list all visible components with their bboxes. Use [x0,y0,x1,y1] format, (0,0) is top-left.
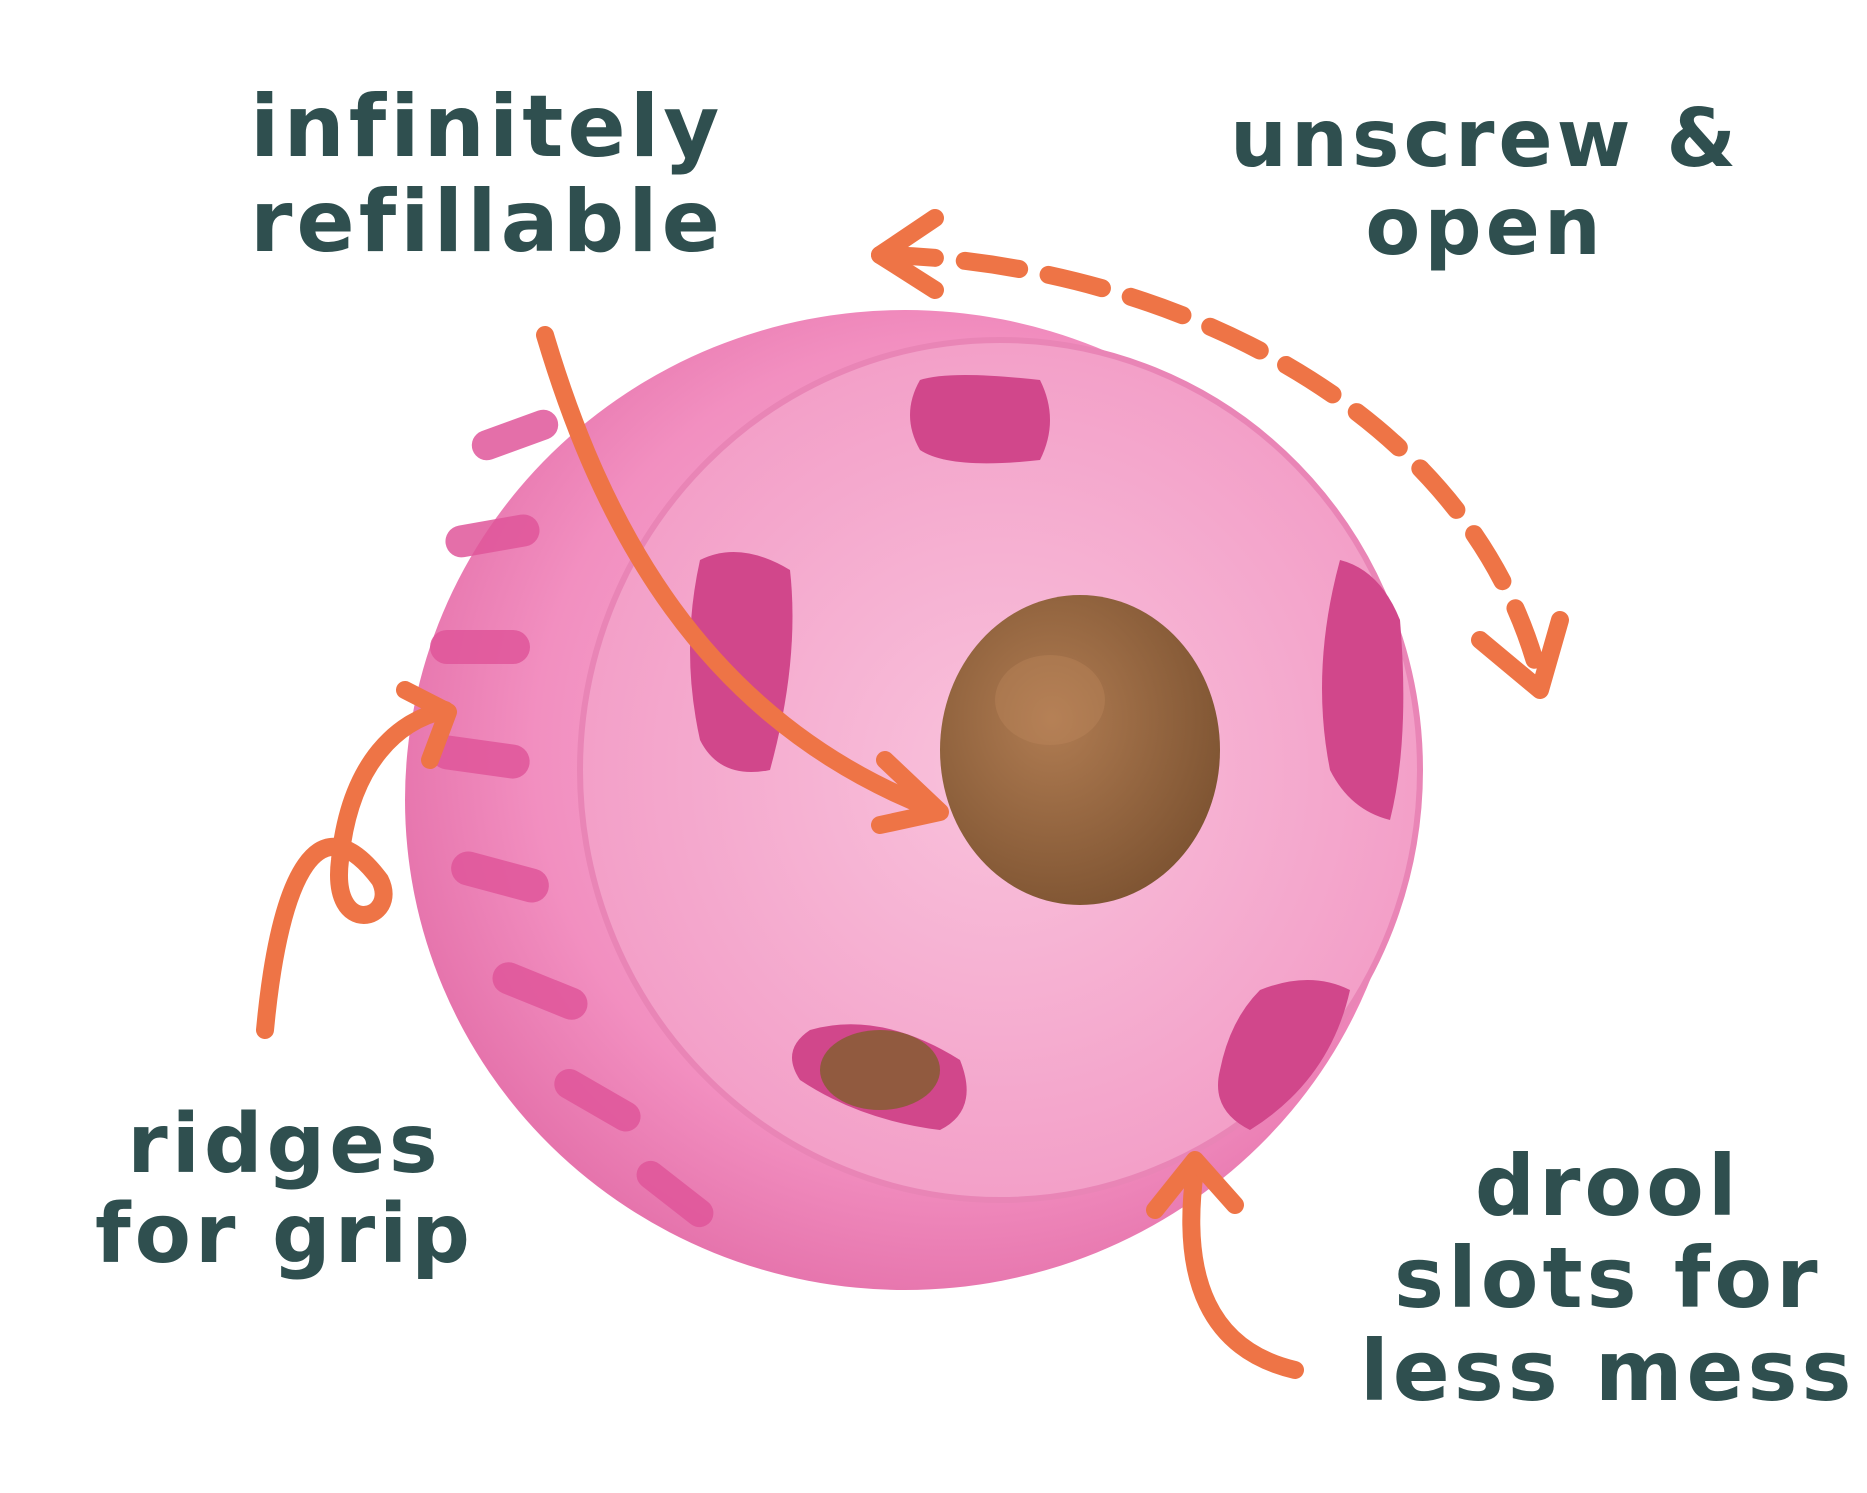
treat-visible-lower [820,1030,940,1110]
label-ridges-grip: ridges for grip [95,1097,474,1283]
annotation-arrows [256,209,1569,1379]
label-drool-slots: drool slots for less mess [1360,1137,1856,1420]
label-unscrew-open: unscrew & open [1230,92,1741,273]
treat [940,595,1220,905]
grip-ridges [430,409,714,1228]
label-refillable: infinitely refillable [250,77,724,272]
